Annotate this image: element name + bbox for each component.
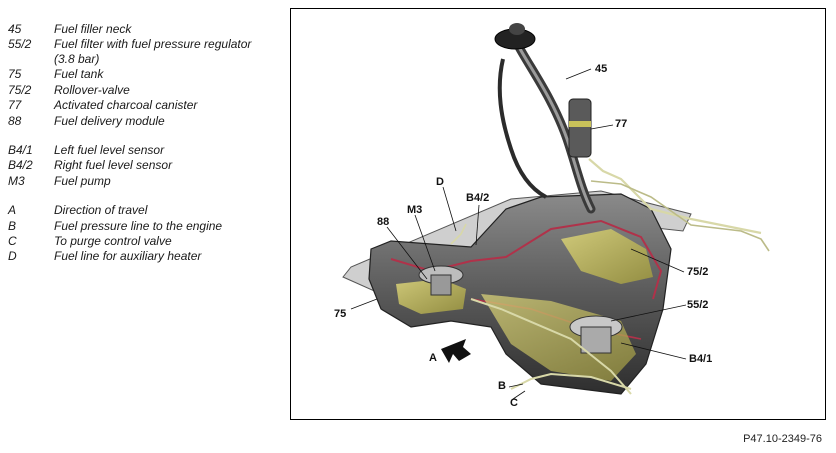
callout-C: C [510,397,518,409]
legend-item: B4/1 Left fuel level sensor [8,143,288,158]
fuel-line-lower [470,298,632,395]
legend-code: 55/2 [8,37,32,52]
leader-B4-1 [620,342,687,360]
leader-B [508,383,524,388]
legend: 45 Fuel filler neck 55/2 Fuel filter wit… [8,22,288,265]
legend-desc: Fuel pressure line to the engine [54,218,223,233]
legend-item: 75 Fuel tank [8,67,288,82]
legend-item: B4/2 Right fuel level sensor [8,158,288,173]
legend-desc: Right fuel level sensor [54,158,173,173]
leader-88 [386,226,428,280]
leader-B4-2 [475,204,480,246]
fuel-volume-right [561,229,653,284]
filler-neck-pipe-highlight [517,45,593,211]
legend-desc: Fuel pump [54,173,111,188]
leader-75 [350,298,378,310]
leader-77 [590,124,614,130]
legend-item: 75/2 Rollover-valve [8,83,288,98]
legend-code: C [8,233,17,248]
callout-M3: M3 [407,204,422,216]
legend-item: D Fuel line for auxiliary heater [8,249,288,264]
legend-desc: Fuel delivery module [54,113,165,128]
legend-desc: Fuel line for auxiliary heater [54,249,202,264]
legend-item: A Direction of travel [8,203,288,218]
callout-A: A [429,352,437,364]
vent-tube [497,58,547,199]
legend-desc: Fuel filler neck [54,22,132,36]
legend-item: B Fuel pressure line to the engine [8,219,288,234]
charcoal-canister [568,98,592,158]
fuel-line-aux [450,223,467,245]
fuel-line-upper [588,158,762,235]
filler-cap-top [509,23,525,35]
legend-item: C To purge control valve [8,234,288,249]
leader-45 [565,68,592,80]
legend-code: M3 [8,173,25,188]
callout-75: 75 [334,308,346,320]
legend-code: B4/2 [8,158,33,173]
fuel-line-pressure [510,372,632,390]
legend-code: B [8,218,17,233]
callout-B4-1: B4/1 [689,353,712,365]
legend-code: 75/2 [8,82,32,97]
legend-desc: Rollover-valve [54,82,130,97]
legend-code: 88 [8,113,22,128]
callout-88: 88 [377,216,389,228]
legend-desc: Left fuel level sensor [54,142,165,157]
callout-75-2: 75/2 [687,266,708,278]
fuel-pump [430,274,452,296]
legend-code: B4/1 [8,142,33,157]
leader-55-2 [610,304,687,322]
fuel-system-diagram: 45 77 D B4/2 M3 88 75/2 55/2 75 A B4/1 B… [334,23,770,409]
legend-code: 75 [8,67,22,82]
callout-55-2: 55/2 [687,299,708,311]
callout-D: D [436,176,444,188]
legend-desc: To purge control valve [54,233,172,248]
leader-D [442,186,457,232]
legend-code: D [8,249,17,264]
diagram-frame: 45 77 D B4/2 M3 88 75/2 55/2 75 A B4/1 B… [290,8,826,420]
leader-75-2 [630,248,685,273]
direction-arrow [441,339,471,363]
legend-code: A [8,203,17,218]
legend-desc: Direction of travel [54,203,148,218]
legend-item: M3 Fuel pump [8,174,288,189]
legend-desc: Fuel tank [54,67,104,82]
legend-item: 88 Fuel delivery module [8,114,288,129]
figure-id: P47.10-2349-76 [743,433,822,445]
legend-item: 45 Fuel filler neck [8,22,288,37]
legend-item: 77 Activated charcoal canister [8,98,288,113]
legend-desc: Activated charcoal canister [54,98,198,113]
legend-code: 45 [8,22,22,36]
callout-B: B [498,380,506,392]
legend-item: 55/2 Fuel filter with fuel pressure regu… [8,37,288,67]
callout-B4-2: B4/2 [466,192,489,204]
legend-desc: Fuel filter with fuel pressure regulator… [54,37,252,67]
fuel-filter-body [580,326,612,354]
leader-lines [350,68,687,400]
callout-45: 45 [595,63,607,75]
charcoal-canister-band [569,121,591,127]
callout-77: 77 [615,118,627,130]
fuel-line-right [590,180,770,252]
legend-code: 77 [8,98,22,113]
leader-M3 [414,214,436,272]
leader-C [512,390,526,400]
